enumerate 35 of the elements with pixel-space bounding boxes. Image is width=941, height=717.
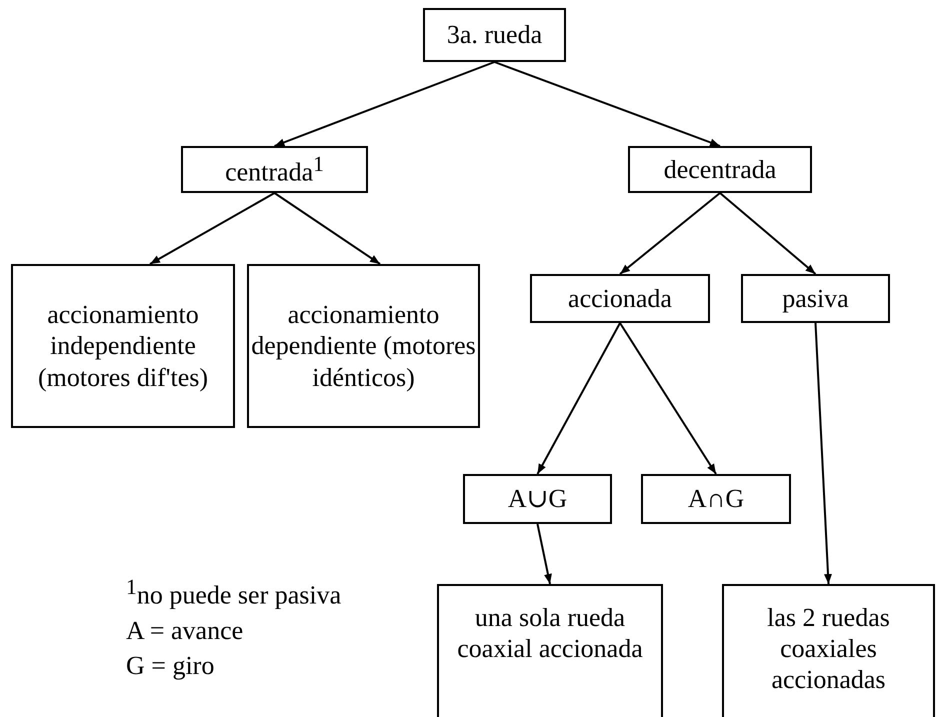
- arrow: [536, 322, 621, 474]
- arrow: [619, 322, 717, 475]
- node-text: accionamiento dependiente (motores idénticos): [250, 299, 477, 393]
- node-box: [530, 274, 710, 323]
- legend-note: G = giro: [126, 650, 216, 682]
- node-text: accionamiento independiente (motores dif'tes): [36, 299, 210, 393]
- node-box: [463, 474, 612, 524]
- arrow: [814, 322, 832, 584]
- arrow: [494, 61, 720, 147]
- node-box: [437, 584, 663, 717]
- legend-note: A = avance: [126, 614, 244, 646]
- node-text: decentrada: [664, 154, 776, 186]
- arrow: [619, 192, 721, 275]
- node-text: 3a. rueda: [446, 19, 542, 51]
- node-text: pasiva: [782, 282, 849, 314]
- arrow: [719, 192, 816, 275]
- node-box: [423, 8, 566, 62]
- node-text: A∩G: [688, 483, 744, 515]
- node-text: A∪G: [508, 483, 568, 515]
- node-box: [181, 146, 368, 193]
- node-box: [641, 474, 791, 524]
- arrow: [536, 524, 552, 584]
- node-box: [741, 274, 890, 323]
- node-box: [722, 584, 935, 717]
- legend-note: $^{1}$no puede ser pasiva: [126, 574, 342, 611]
- node-text: una sola rueda coaxial accionada: [456, 602, 644, 664]
- arrow: [150, 192, 275, 265]
- arrow: [274, 61, 495, 147]
- node-box: [628, 146, 812, 193]
- node-text: accionada: [568, 282, 672, 314]
- node-text: centrada$^{1}$: [225, 151, 324, 188]
- node-text: las 2 ruedas coaxiales accionadas: [766, 602, 891, 696]
- node-box: [11, 264, 235, 428]
- arrow: [274, 192, 381, 265]
- node-box: [247, 264, 480, 428]
